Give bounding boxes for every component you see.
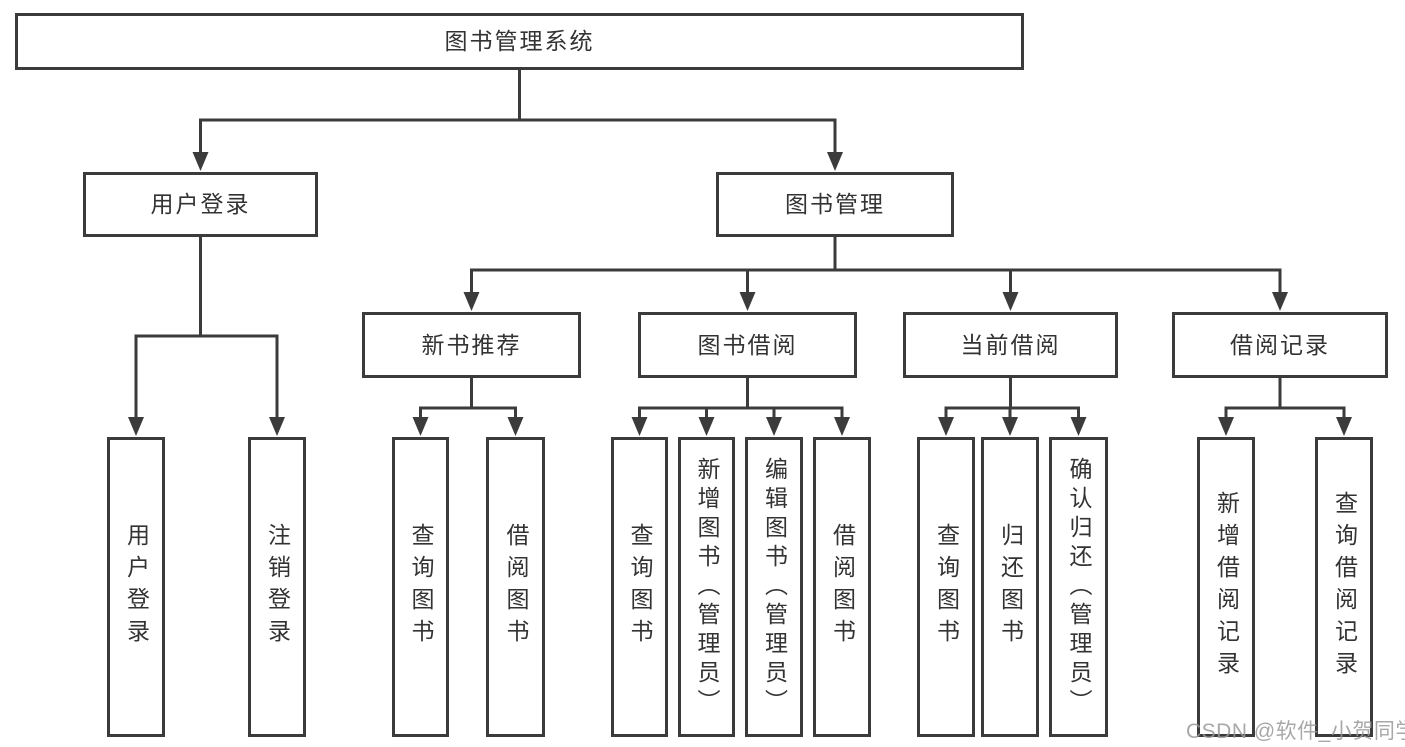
node-leaf-query-book-borrow: 查询图书	[611, 437, 668, 737]
node-leaf-borrow-book: 借阅图书	[813, 437, 871, 737]
node-label: 借阅图书	[829, 523, 856, 651]
node-label: 用户登录	[150, 191, 251, 217]
node-label: 查询图书	[627, 523, 653, 651]
node-label: 查询图书	[408, 523, 434, 651]
node-user-login: 用户登录	[83, 172, 318, 237]
node-label: 编辑图书（管理员）	[761, 456, 788, 718]
node-borrow: 图书借阅	[638, 312, 857, 378]
node-label: 图书管理	[785, 191, 885, 217]
node-leaf-edit-book: 编辑图书（管理员）	[745, 437, 803, 737]
node-label: 确认归还（管理员）	[1066, 456, 1092, 718]
node-record: 借阅记录	[1172, 312, 1388, 378]
node-label: 当前借阅	[960, 331, 1061, 358]
node-label: 图书管理系统	[444, 28, 595, 54]
node-label: 归还图书	[997, 523, 1024, 651]
node-leaf-confirm-return: 确认归还（管理员）	[1049, 437, 1108, 737]
node-leaf-add-book: 新增图书（管理员）	[678, 437, 735, 737]
node-label: 新增图书（管理员）	[694, 456, 720, 718]
watermark: CSDN @软件_小贺同学	[1186, 720, 1405, 743]
node-label: 新书推荐	[421, 331, 522, 358]
node-leaf-return-book: 归还图书	[981, 437, 1039, 737]
node-label: 查询图书	[933, 523, 960, 651]
node-new-rec: 新书推荐	[362, 312, 581, 378]
node-leaf-add-record: 新增借阅记录	[1197, 437, 1255, 737]
node-leaf-logout: 注销登录	[248, 437, 306, 737]
node-book-mgmt: 图书管理	[716, 172, 954, 237]
node-label: 用户登录	[123, 523, 150, 651]
node-leaf-query-book-cur: 查询图书	[917, 437, 975, 737]
node-label: 新增借阅记录	[1213, 491, 1240, 683]
node-leaf-borrow-book-rec: 借阅图书	[486, 437, 545, 737]
node-label: 图书借阅	[697, 331, 798, 358]
node-current: 当前借阅	[903, 312, 1118, 378]
node-label: 借阅图书	[503, 523, 529, 651]
node-leaf-user-login: 用户登录	[107, 437, 165, 737]
node-leaf-query-book-rec: 查询图书	[392, 437, 449, 737]
node-root: 图书管理系统	[15, 13, 1024, 70]
node-label: 借阅记录	[1230, 331, 1330, 358]
node-label: 查询借阅记录	[1331, 491, 1358, 683]
node-leaf-query-record: 查询借阅记录	[1315, 437, 1373, 737]
node-label: 注销登录	[264, 523, 291, 651]
